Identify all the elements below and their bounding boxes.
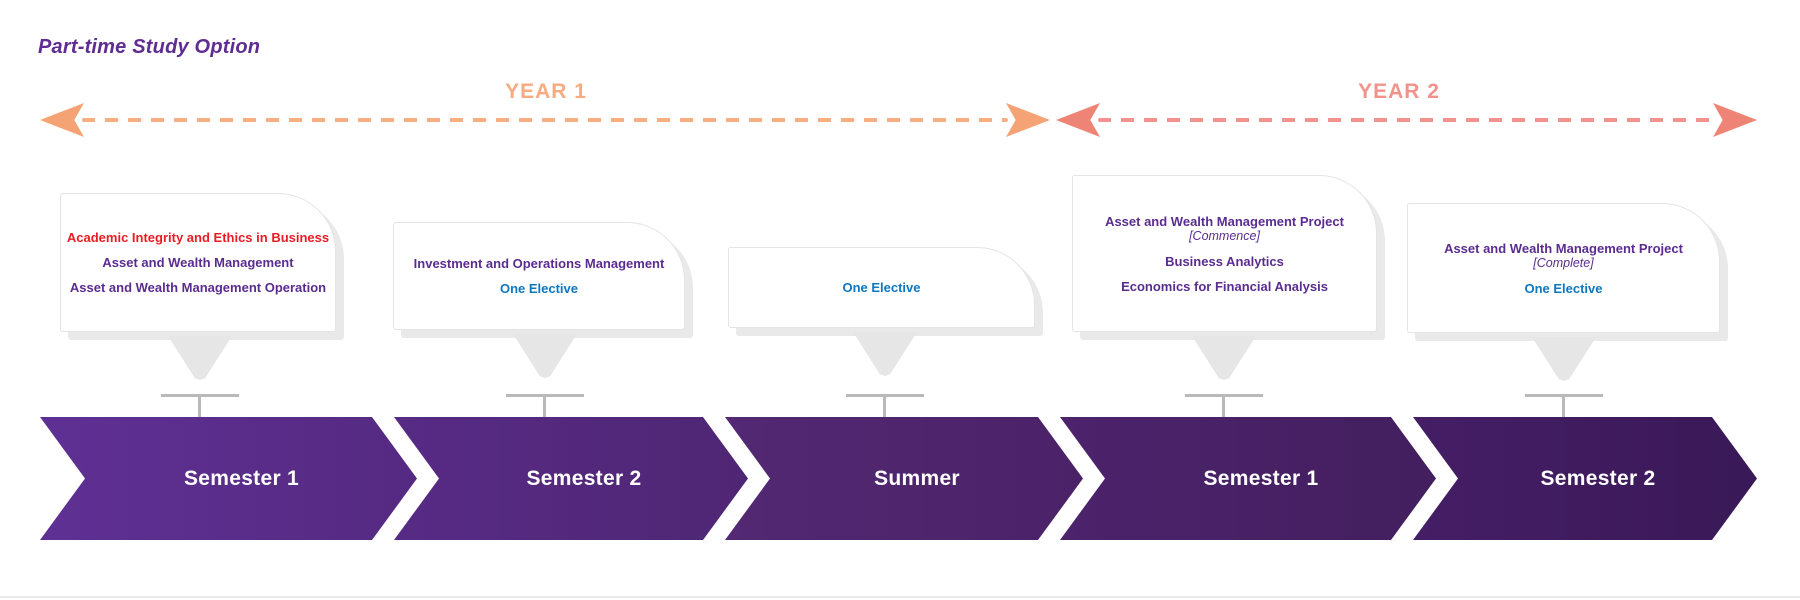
connector-bar <box>506 394 584 397</box>
connector-bar <box>1525 394 1603 397</box>
connector-stem <box>1562 396 1565 417</box>
course-line: [Commence] <box>1189 228 1260 243</box>
connector-bar <box>1185 394 1263 397</box>
connector-stem <box>1222 396 1225 417</box>
semester-label: Semester 1 <box>183 466 300 490</box>
course-line: One Elective <box>1524 280 1603 296</box>
semester-label: Semester 2 <box>526 466 642 490</box>
page-title: Part-time Study Option <box>38 36 261 58</box>
course-line: [Complete] <box>1533 255 1594 270</box>
year2-arrow-right-icon <box>1713 103 1757 137</box>
callout-pointer-icon <box>513 334 577 378</box>
course-line: Business Analytics <box>1165 253 1284 269</box>
course-line: Asset and Wealth Management Operation <box>69 280 327 295</box>
year2-label: YEAR 2 <box>1358 80 1440 103</box>
chevron-semester2-year1: Semester 2 <box>394 417 748 540</box>
callout-box-summer: One Elective <box>728 247 1035 328</box>
year1-arrow-right-icon <box>1006 103 1050 137</box>
semester-label: Summer <box>874 466 960 490</box>
callout-box-semester1-year1: Academic Integrity and Ethics in Busines… <box>60 193 336 332</box>
course-line: One Elective <box>842 280 921 295</box>
chevron-semester1-year1: Semester 1 <box>40 417 417 540</box>
connector-stem <box>543 396 546 417</box>
course-line: Academic Integrity and Ethics in Busines… <box>66 230 330 245</box>
year1-label: YEAR 1 <box>505 80 587 103</box>
callout-box-semester2-year1: Investment and Operations Management One… <box>393 222 685 330</box>
course-line: Asset and Wealth Management Project <box>1105 213 1344 229</box>
course-line: Asset and Wealth Management Project <box>1444 240 1683 256</box>
course-line: One Elective <box>499 281 579 296</box>
year2-dashed-line <box>1098 118 1715 122</box>
chevron-semester1-year2: Semester 1 <box>1060 417 1436 540</box>
semester-label: Semester 1 <box>1203 466 1319 490</box>
course-line: Economics for Financial Analysis <box>1121 278 1328 294</box>
semester-label: Semester 2 <box>1540 466 1656 490</box>
callout-box-semester2-year2: Asset and Wealth Management Project [Com… <box>1407 203 1720 333</box>
connector-bar <box>161 394 239 397</box>
callout-pointer-icon <box>1532 337 1596 381</box>
callout-pointer-icon <box>168 336 232 380</box>
connector-stem <box>883 396 886 417</box>
chevron-summer: Summer <box>725 417 1083 540</box>
year2-arrow-left-icon <box>1056 103 1100 137</box>
chevron-semester2-year2: Semester 2 <box>1413 417 1757 540</box>
course-line: Investment and Operations Management <box>413 256 665 271</box>
year1-dashed-line <box>82 118 1008 122</box>
connector-stem <box>198 396 201 417</box>
page-bottom-rule <box>0 596 1800 598</box>
callout-box-semester1-year2: Asset and Wealth Management Project [Com… <box>1072 175 1377 332</box>
callout-pointer-icon <box>853 332 917 376</box>
connector-bar <box>846 394 924 397</box>
callout-pointer-icon <box>1192 336 1256 380</box>
year1-arrow-left-icon <box>40 103 84 137</box>
course-line: Asset and Wealth Management <box>102 255 294 270</box>
